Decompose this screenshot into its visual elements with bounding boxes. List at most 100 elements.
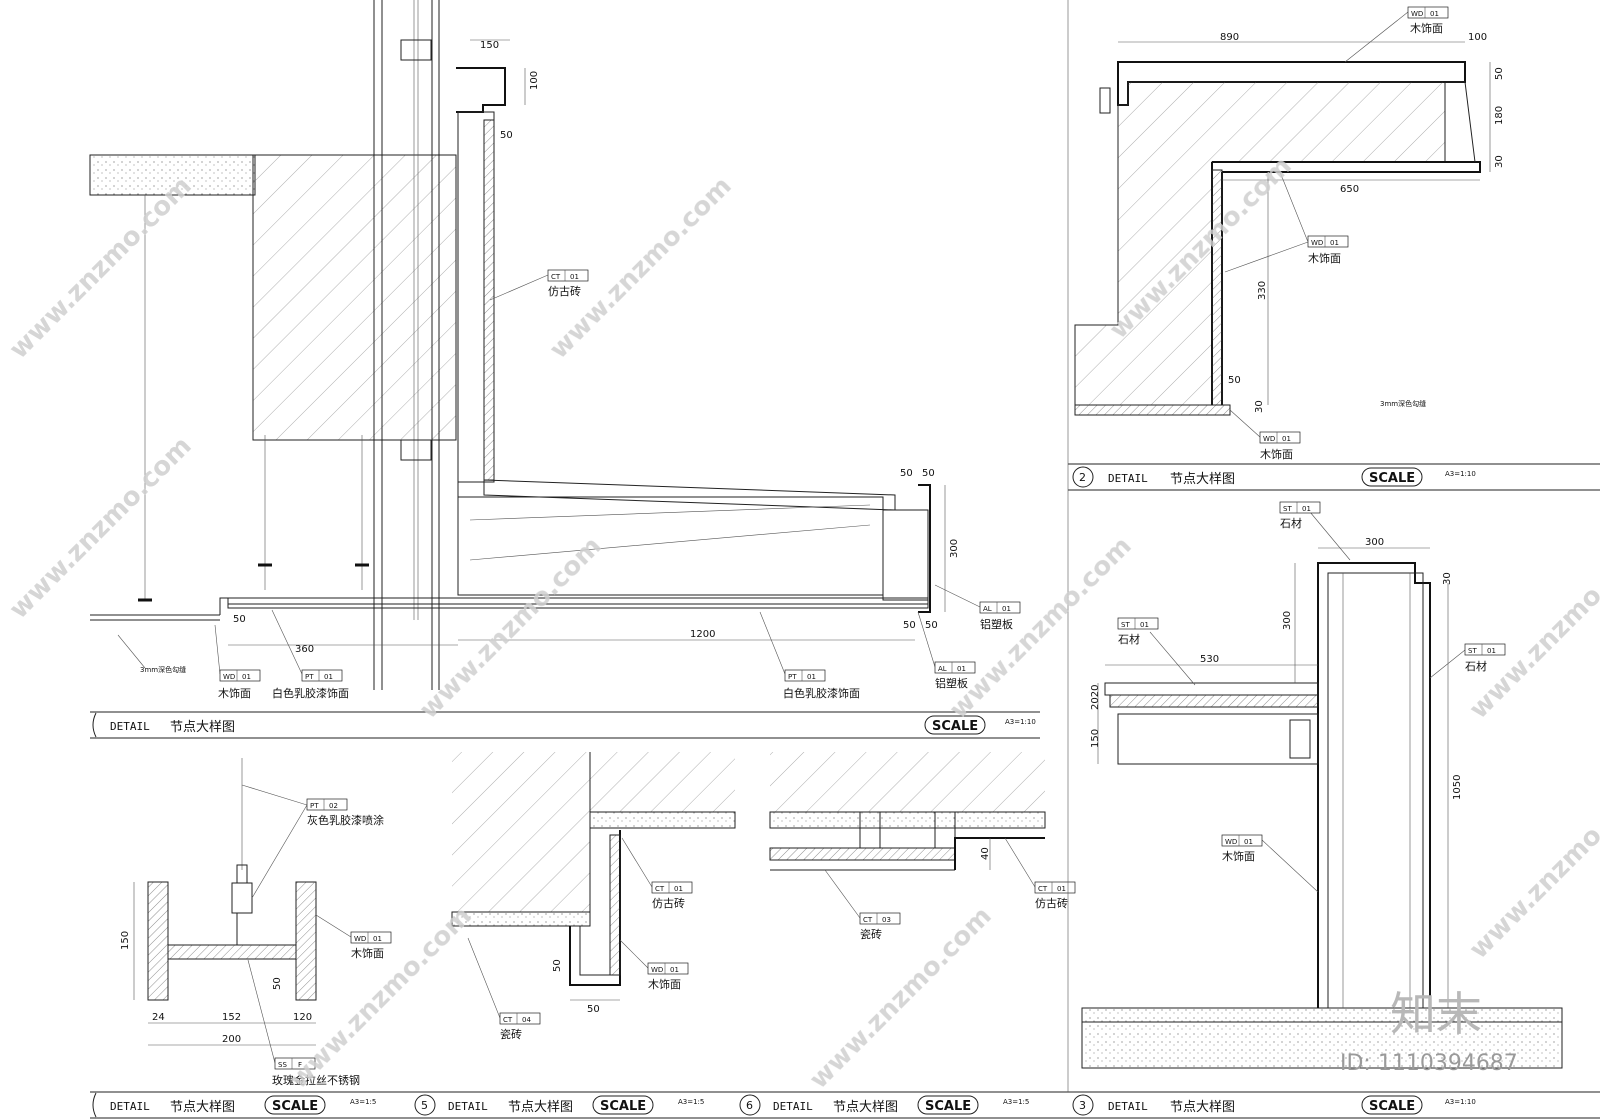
svg-text:节点大样图: 节点大样图 (1170, 1100, 1235, 1115)
scale-badge (264, 1095, 326, 1115)
svg-text:01: 01 (1487, 647, 1496, 655)
dim-label: 50 (1494, 67, 1505, 80)
svg-text:WD: WD (223, 673, 235, 681)
svg-text:01: 01 (373, 935, 382, 943)
dim-label: 1050 (1452, 775, 1463, 800)
dim-label: 150 (1090, 729, 1101, 748)
scale-badge (1361, 1095, 1423, 1115)
dim-label: 40 (980, 847, 991, 860)
svg-text:03: 03 (882, 916, 891, 924)
detail-5: 50 50 CT 01 仿古砖 WD 01 木饰面 CT 04 瓷砖 (410, 752, 736, 1119)
scale-badge (592, 1095, 654, 1115)
svg-text:仿古砖: 仿古砖 (1035, 896, 1068, 910)
svg-text:5: 5 (421, 1099, 428, 1112)
svg-text:DETAIL: DETAIL (448, 1100, 488, 1113)
column-core (1327, 572, 1424, 1009)
floor-slab (1081, 1007, 1563, 1069)
dim-label: 300 (1365, 537, 1384, 548)
svg-text:A3=1:10: A3=1:10 (1445, 1098, 1476, 1106)
svg-text:CT: CT (655, 885, 665, 893)
scale-badge (917, 1095, 979, 1115)
dim-label: 330 (1257, 281, 1268, 300)
title-bar-1: DETAIL 节点大样图 SCALE A3=1:10 (90, 711, 1040, 739)
note-grout: 3mm深色勾缝 (140, 665, 186, 674)
svg-text:04: 04 (522, 1016, 531, 1024)
svg-text:WD: WD (1311, 239, 1323, 247)
svg-text:DETAIL: DETAIL (110, 1100, 150, 1113)
svg-text:节点大样图: 节点大样图 (508, 1100, 573, 1115)
svg-text:www.znzmo.com: www.znzmo.com (4, 431, 198, 625)
svg-text:铝塑板: 铝塑板 (935, 676, 968, 690)
bench-seat-frame (457, 496, 884, 596)
svg-text:A3=1:5: A3=1:5 (678, 1098, 704, 1106)
title-bar-6: 6 DETAIL 节点大样图 SCALE A3=1:5 (735, 1091, 1068, 1119)
svg-text:节点大样图: 节点大样图 (170, 1100, 235, 1115)
material-tag-pt01: PT 01 白色乳胶漆饰面 (759, 611, 860, 700)
dim-label: 100 (529, 71, 540, 90)
material-tag-ct01: CT 01 仿古砖 (489, 269, 589, 301)
svg-text:SCALE: SCALE (272, 1099, 318, 1114)
svg-text:01: 01 (957, 665, 966, 673)
svg-text:www.znzmo.com: www.znzmo.com (1464, 771, 1600, 965)
svg-text:01: 01 (1140, 621, 1149, 629)
dim-label: 200 (222, 1034, 241, 1045)
svg-text:WD: WD (1411, 10, 1423, 18)
svg-text:白色乳胶漆饰面: 白色乳胶漆饰面 (272, 686, 349, 700)
svg-text:瓷砖: 瓷砖 (500, 1027, 522, 1041)
dim-label: 50 (1228, 375, 1241, 386)
svg-text:AL: AL (938, 665, 947, 673)
svg-text:2: 2 (1079, 471, 1086, 484)
detail-6: 40 CT 03 瓷砖 CT 01 仿古砖 6 DETAIL 节点大样图 SCA… (735, 752, 1076, 1119)
material-tag-wd01: WD 01 木饰面 (1221, 834, 1319, 893)
material-tag-ct04: CT 04 瓷砖 (467, 937, 541, 1041)
detail-3: 300 30 300 530 2020 150 1050 ST 01 石材 ST… (1068, 501, 1600, 1119)
svg-text:SCALE: SCALE (932, 719, 978, 734)
svg-text:6: 6 (746, 1099, 753, 1112)
svg-text:石材: 石材 (1280, 516, 1302, 530)
svg-text:白色乳胶漆饰面: 白色乳胶漆饰面 (783, 686, 860, 700)
dim-label: 152 (222, 1012, 241, 1023)
dim-label: 530 (1200, 654, 1219, 665)
dim-label: 890 (1220, 32, 1239, 43)
svg-text:木饰面: 木饰面 (1308, 251, 1341, 265)
svg-text:www.znzmo.com: www.znzmo.com (414, 531, 608, 725)
svg-text:SCALE: SCALE (1369, 471, 1415, 486)
dim-label: 50 (900, 468, 913, 479)
svg-text:WD: WD (1225, 838, 1237, 846)
svg-text:3: 3 (1079, 1099, 1086, 1112)
svg-text:02: 02 (329, 802, 338, 810)
svg-text:01: 01 (570, 273, 579, 281)
svg-text:SCALE: SCALE (600, 1099, 646, 1114)
dim-label: 150 (120, 931, 131, 950)
svg-text:DETAIL: DETAIL (773, 1100, 813, 1113)
watermark-id: ID: 1110394687 (1340, 1051, 1518, 1076)
svg-text:CT: CT (503, 1016, 513, 1024)
svg-text:DETAIL: DETAIL (1108, 472, 1148, 485)
svg-text:铝塑板: 铝塑板 (980, 617, 1013, 631)
svg-text:01: 01 (1330, 239, 1339, 247)
svg-text:A3=1:5: A3=1:5 (1003, 1098, 1029, 1106)
svg-text:WD: WD (354, 935, 366, 943)
svg-text:CT: CT (1038, 885, 1048, 893)
dim-label: 120 (293, 1012, 312, 1023)
svg-text:A3=1:10: A3=1:10 (1445, 470, 1476, 478)
concrete-column (252, 154, 457, 441)
material-tag-st01: ST 01 石材 (1429, 643, 1506, 679)
dim-label: 50 (925, 620, 938, 631)
material-tag-wd01: WD 01 木饰面 (1224, 171, 1349, 273)
detail-2: 890 100 50 180 30 650 330 50 30 3mm深色勾缝 … (1068, 6, 1600, 491)
material-tag-st01: ST 01 石材 (1279, 501, 1351, 561)
svg-text:www.znzmo.com: www.znzmo.com (804, 901, 998, 1095)
svg-text:F: F (298, 1061, 302, 1069)
material-tag-pt02: PT 02 灰色乳胶漆喷涂 (241, 784, 384, 899)
material-tag-ct01: CT 01 仿古砖 (1004, 837, 1076, 910)
svg-text:灰色乳胶漆喷涂: 灰色乳胶漆喷涂 (307, 813, 384, 827)
dim-label: 300 (1282, 611, 1293, 630)
material-tag-wd01: WD 01 木饰面 (619, 939, 689, 991)
svg-text:SCALE: SCALE (1369, 1099, 1415, 1114)
ceiling-board (227, 597, 929, 609)
dim-label: 50 (500, 130, 513, 141)
svg-text:01: 01 (674, 885, 683, 893)
svg-text:CT: CT (551, 273, 561, 281)
svg-text:01: 01 (670, 966, 679, 974)
